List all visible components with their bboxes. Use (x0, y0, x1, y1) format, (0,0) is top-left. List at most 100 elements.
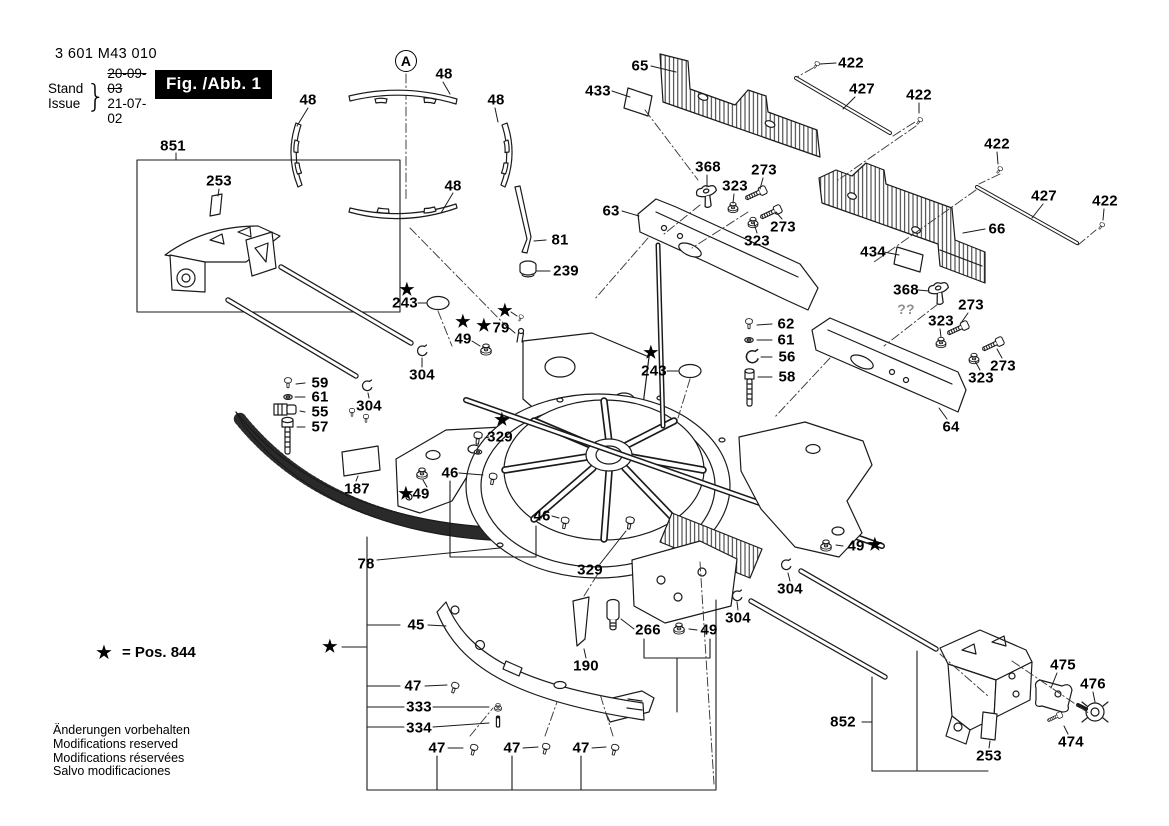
bracket-assembly-851 (136, 159, 428, 392)
part-label-474: 474 (1058, 733, 1084, 751)
part-label-368: 368 (695, 158, 721, 176)
star-legend: ★ = Pos. 844 (95, 640, 196, 665)
part-label-48: 48 (299, 91, 317, 109)
part-label-434: 434 (860, 243, 886, 261)
part-label-187: 187 (344, 480, 370, 498)
part-label-422: 422 (838, 54, 864, 72)
part-label-304: 304 (409, 366, 435, 384)
sticker-434 (893, 246, 924, 273)
part-label-433: 433 (585, 82, 611, 100)
construction-lines (437, 67, 1097, 785)
sticker-433 (623, 87, 653, 117)
part-label-323: 323 (968, 369, 994, 387)
part-label-323: 323 (744, 232, 770, 250)
star-marker: ★ (497, 301, 513, 320)
view-a-axis (405, 73, 511, 331)
part-label-851: 851 (160, 137, 186, 155)
part-label-55: 55 (311, 403, 329, 421)
part-label-56: 56 (778, 348, 796, 366)
leader-frames (366, 480, 989, 791)
strip-81 (514, 185, 532, 254)
table-assembly (395, 242, 885, 723)
stand-date: 20-09-03 (107, 66, 147, 96)
part-label-273: 273 (751, 161, 777, 179)
part-label-329: 329 (577, 561, 603, 579)
star-marker: ★ (399, 280, 415, 299)
fence-base-63-group (637, 182, 819, 311)
part-label-46: 46 (441, 464, 459, 482)
part-label-253: 253 (976, 747, 1002, 765)
sticker-187 (341, 445, 381, 477)
part-label-63: 63 (602, 202, 620, 220)
part-label-243: 243 (641, 362, 667, 380)
part-label-266: 266 (635, 621, 661, 639)
part-label-476: 476 (1080, 675, 1106, 693)
star-marker: ★ (494, 410, 510, 429)
star-marker: ★ (322, 637, 338, 656)
part-label-47: 47 (503, 739, 521, 757)
stand-label: Stand (48, 81, 84, 96)
part-label-79: 79 (492, 319, 510, 337)
part-label-304: 304 (356, 397, 382, 415)
part-label-49: 49 (454, 330, 472, 348)
figure-badge: Fig. /Abb. 1 (155, 70, 273, 99)
part-label-61: 61 (777, 331, 795, 349)
part-label-49: 49 (847, 537, 865, 555)
part-label-58: 58 (778, 368, 796, 386)
part-label-427: 427 (849, 80, 875, 98)
part-label-65: 65 (631, 57, 649, 75)
part-label-253: 253 (206, 172, 232, 190)
modification-note-line: Modifications réservées (53, 750, 185, 765)
part-label-61: 61 (311, 388, 329, 406)
latch-475-476-474 (1034, 679, 1109, 724)
part-label-45: 45 (407, 616, 425, 634)
part-label-190: 190 (573, 657, 599, 675)
leader-lines (175, 62, 1105, 749)
part-label-??: ?? (897, 301, 915, 317)
part-label-323: 323 (722, 177, 748, 195)
part-label-81: 81 (551, 231, 569, 249)
part-label-62: 62 (777, 315, 795, 333)
part-label-273: 273 (990, 357, 1016, 375)
star-marker: ★ (398, 484, 414, 503)
part-label-334: 334 (406, 719, 432, 737)
part-label-47: 47 (572, 739, 590, 757)
star-marker: ★ (867, 535, 883, 554)
part-label-273: 273 (958, 296, 984, 314)
bolt-266 (606, 598, 620, 631)
issue-label: Issue (48, 96, 81, 111)
part-label-422: 422 (1092, 192, 1118, 210)
table-fasteners (416, 295, 832, 635)
part-label-47: 47 (428, 739, 446, 757)
fence-65-group (659, 53, 924, 158)
brace-glyph: } (86, 77, 106, 115)
part-label-368: 368 (893, 281, 919, 299)
grommet-239 (519, 260, 537, 278)
bracket-assembly-852 (731, 558, 1033, 745)
wedge-190 (572, 596, 590, 647)
arc-inserts-48 (290, 89, 513, 220)
part-label-49: 49 (412, 485, 430, 503)
part-label-329: 329 (487, 428, 513, 446)
part-label-47: 47 (404, 677, 422, 695)
part-label-323: 323 (928, 312, 954, 330)
part-label-46: 46 (533, 507, 551, 525)
fence-66-group (818, 162, 1106, 284)
part-label-57: 57 (311, 418, 329, 436)
part-label-333: 333 (406, 698, 432, 716)
part-label-243: 243 (392, 294, 418, 312)
part-label-48: 48 (444, 177, 462, 195)
part-label-59: 59 (311, 374, 329, 392)
star-marker: ★ (643, 343, 659, 362)
part-label-48: 48 (435, 65, 453, 83)
hardware-right-column (744, 318, 759, 407)
part-label-48: 48 (487, 91, 505, 109)
star-icon: ★ (95, 642, 113, 664)
part-label-304: 304 (725, 609, 751, 627)
part-label-422: 422 (984, 135, 1010, 153)
part-label-64: 64 (942, 418, 960, 436)
part-number: 3 601 M43 010 (55, 46, 157, 62)
